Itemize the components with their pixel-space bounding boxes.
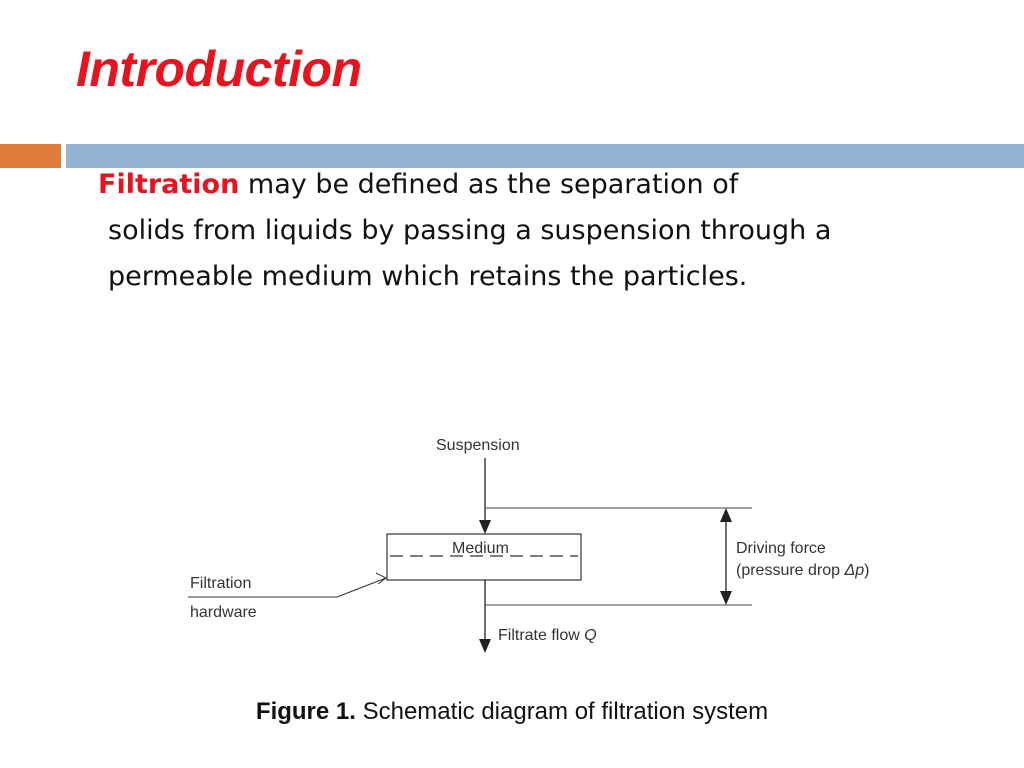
definition-line-1: Filtration may be defined as the separat… [98, 162, 958, 208]
filtrate-label-text: Filtrate flow [498, 627, 584, 644]
driving-force-arrowhead-top [720, 508, 732, 522]
slide-title: Introduction [76, 41, 362, 97]
definition-line-1-rest: may be defined as the separation of [239, 169, 739, 200]
figure-caption-text: Schematic diagram of filtration system [355, 698, 769, 725]
definition-paragraph: Filtration may be defined as the separat… [98, 162, 958, 300]
hardware-label-line-2: hardware [190, 604, 257, 621]
suspension-label: Suspension [436, 437, 520, 454]
pressure-drop-prefix: (pressure drop [736, 562, 845, 579]
medium-label-bg [447, 536, 521, 554]
figure-caption-label: Figure 1. [255, 698, 356, 725]
hardware-leader-line [336, 577, 387, 598]
definition-term: Filtration [98, 169, 240, 200]
filtrate-arrowhead [479, 639, 491, 653]
definition-line-2: solids from liquids by passing a suspens… [108, 215, 832, 246]
driving-force-arrowhead-bottom [720, 591, 732, 605]
definition-line-3: permeable medium which retains the parti… [108, 261, 748, 292]
pressure-drop-label: (pressure drop Δp) [736, 562, 869, 579]
header-rule-accent [0, 144, 61, 168]
hardware-label-line-1: Filtration [190, 575, 251, 592]
medium-label: Medium [452, 540, 509, 557]
suspension-arrowhead [479, 520, 491, 534]
header-rule-bar [66, 144, 1024, 168]
pressure-drop-symbol: Δp [844, 562, 865, 579]
figure-caption: Figure 1. Schematic diagram of filtratio… [0, 698, 1024, 726]
pressure-drop-suffix: ) [864, 562, 869, 579]
filtrate-symbol: Q [584, 627, 596, 644]
driving-force-label: Driving force [736, 540, 826, 557]
hardware-leader-tick [375, 572, 387, 585]
filtrate-label: Filtrate flow Q [498, 627, 597, 644]
